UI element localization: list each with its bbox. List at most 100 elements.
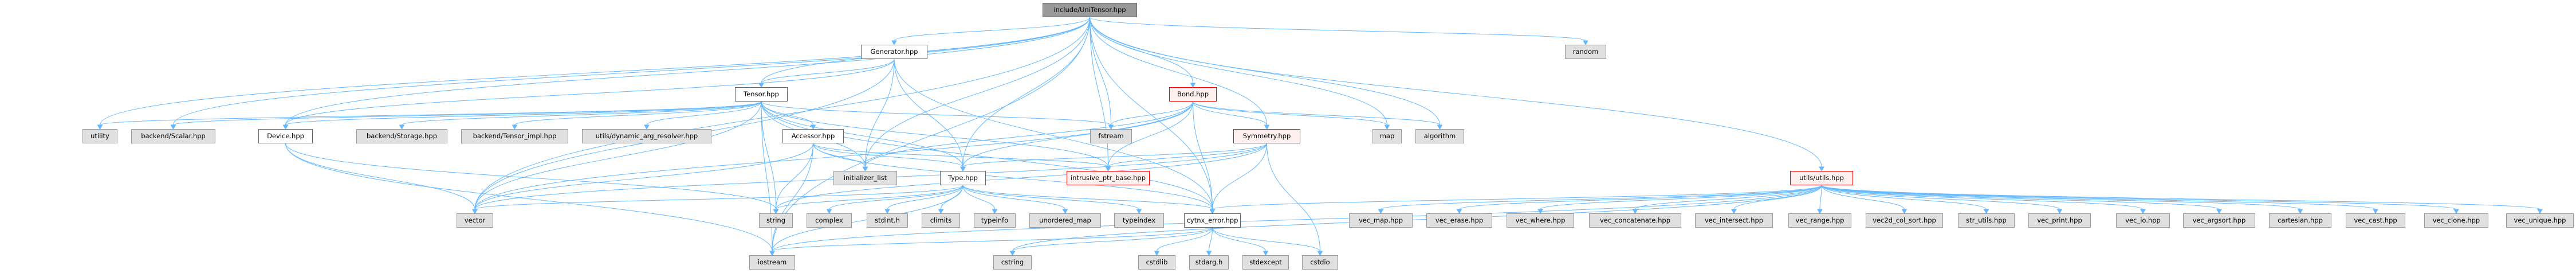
node-climits[interactable]: climits	[922, 213, 960, 228]
edge-unitensor-to-device	[285, 17, 1090, 126]
edge-unitensor-to-init_list	[865, 17, 1090, 167]
arrowhead-icon	[1264, 124, 1270, 130]
edge-utils-to-iostream	[772, 185, 1822, 252]
edge-layer	[97, 17, 2543, 256]
node-vec-concatenate[interactable]: vec_concatenate.hpp	[1589, 213, 1681, 228]
edge-type-to-typeinfo	[962, 185, 995, 210]
node-string[interactable]: string	[759, 213, 793, 228]
node-stdint[interactable]: stdint.h	[867, 213, 908, 228]
arrowhead-icon	[891, 40, 897, 46]
edge-bond-to-symmetry	[1193, 101, 1267, 126]
node-vec-map[interactable]: vec_map.hpp	[1349, 213, 1413, 228]
edge-accessor-to-vector	[474, 143, 813, 210]
edge-unitensor-to-utils	[1090, 17, 1822, 167]
edge-unitensor-to-fstream	[1090, 17, 1111, 126]
edge-accessor-to-string	[776, 143, 813, 210]
edge-utils-to-vec_concatenate	[1635, 185, 1822, 210]
node-vector[interactable]: vector	[457, 213, 493, 228]
edge-bond-to-init_list	[865, 101, 1193, 167]
node-unordered-map[interactable]: unordered_map	[1029, 213, 1101, 228]
node-vec-erase[interactable]: vec_erase.hpp	[1426, 213, 1492, 228]
arrowhead-icon	[97, 124, 103, 130]
edge-tensor-to-fstream	[761, 101, 1111, 126]
node-storage[interactable]: backend/Storage.hpp	[356, 129, 447, 143]
node-cartesian[interactable]: cartesian.hpp	[2269, 213, 2331, 228]
edge-device-to-vector	[285, 143, 475, 210]
node-typeinfo[interactable]: typeinfo	[974, 213, 1016, 228]
edge-bond-to-fstream	[1111, 101, 1193, 126]
edge-unitensor-to-symmetry	[1090, 17, 1267, 126]
edge-bond-to-vector	[474, 101, 1193, 210]
edge-utils-to-vec_print	[1821, 185, 2060, 210]
node-bond[interactable]: Bond.hpp	[1169, 87, 1217, 102]
edge-utils-to-vec_io	[1821, 185, 2144, 210]
node-typeindex[interactable]: typeindex	[1114, 213, 1164, 228]
edge-unitensor-to-iostream	[772, 17, 1090, 252]
edge-utils-to-vec_erase	[1459, 185, 1822, 210]
edge-type-to-vector	[474, 185, 963, 210]
node-vec2d-col-sort[interactable]: vec2d_col_sort.hpp	[1866, 213, 1943, 228]
edge-type-to-string	[776, 185, 963, 210]
node-algorithm[interactable]: algorithm	[1415, 129, 1464, 143]
arrowhead-icon	[2140, 209, 2146, 214]
node-iostream[interactable]: iostream	[749, 255, 795, 270]
arrowhead-icon	[1009, 251, 1016, 256]
node-str-utils[interactable]: str_utils.hpp	[1958, 213, 2015, 228]
node-vec-argsort[interactable]: vec_argsort.hpp	[2183, 213, 2255, 228]
node-type[interactable]: Type.hpp	[940, 171, 986, 185]
edge-tensor-to-type	[761, 101, 963, 167]
arrowhead-icon	[1632, 209, 1638, 214]
arrowhead-icon	[1901, 209, 1908, 214]
node-vec-unique[interactable]: vec_unique.hpp	[2506, 213, 2574, 228]
edge-symmetry-to-cstdio	[1267, 143, 1320, 252]
node-cytnx-error[interactable]: cytnx_error.hpp	[1184, 213, 1241, 228]
edge-utils-to-vec_intersect	[1733, 185, 1822, 210]
edge-cytnx_error-to-cstdlib	[1157, 227, 1213, 252]
edge-utils-to-cytnx_error	[1212, 185, 1822, 210]
edge-device-to-iostream	[285, 143, 773, 252]
node-cstdio[interactable]: cstdio	[1302, 255, 1338, 270]
node-unitensor[interactable]: include/UniTensor.hpp	[1043, 3, 1137, 17]
node-vec-intersect[interactable]: vec_intersect.hpp	[1695, 213, 1773, 228]
node-intrusive[interactable]: intrusive_ptr_base.hpp	[1067, 171, 1150, 185]
node-utility[interactable]: utility	[82, 129, 117, 143]
node-stdarg[interactable]: stdarg.h	[1189, 255, 1229, 270]
arrowhead-icon	[1206, 251, 1212, 256]
node-vec-cast[interactable]: vec_cast.hpp	[2346, 213, 2405, 228]
node-stdexcept[interactable]: stdexcept	[1242, 255, 1289, 270]
node-cstring[interactable]: cstring	[993, 255, 1032, 270]
node-fstream[interactable]: fstream	[1090, 129, 1132, 143]
node-cstdlib[interactable]: cstdlib	[1138, 255, 1175, 270]
edge-tensor-to-string	[761, 101, 776, 210]
edge-cytnx_error-to-iostream	[772, 227, 1213, 252]
node-scalar[interactable]: backend/Scalar.hpp	[131, 129, 215, 143]
edge-symmetry-to-type	[962, 143, 1267, 167]
node-vec-clone[interactable]: vec_clone.hpp	[2424, 213, 2488, 228]
node-accessor[interactable]: Accessor.hpp	[782, 129, 844, 143]
node-generator[interactable]: Generator.hpp	[861, 45, 927, 59]
node-vec-where[interactable]: vec_where.hpp	[1507, 213, 1574, 228]
node-map[interactable]: map	[1372, 129, 1402, 143]
node-vec-range[interactable]: vec_range.hpp	[1788, 213, 1851, 228]
node-device[interactable]: Device.hpp	[258, 129, 313, 143]
node-vec-print[interactable]: vec_print.hpp	[2028, 213, 2091, 228]
node-tensor-impl[interactable]: backend/Tensor_impl.hpp	[461, 129, 568, 143]
node-init-list[interactable]: initializer_list	[833, 171, 897, 185]
node-random[interactable]: random	[1565, 45, 1606, 59]
arrowhead-icon	[1062, 209, 1068, 214]
node-vec-io[interactable]: vec_io.hpp	[2116, 213, 2170, 228]
node-dyn-arg[interactable]: utils/dynamic_arg_resolver.hpp	[582, 129, 711, 143]
arrowhead-icon	[399, 124, 405, 130]
node-utils[interactable]: utils/utils.hpp	[1790, 171, 1853, 185]
edge-symmetry-to-cytnx_error	[1212, 143, 1267, 210]
arrowhead-icon	[1209, 209, 1216, 214]
node-tensor[interactable]: Tensor.hpp	[735, 87, 788, 102]
edge-unitensor-to-utility	[100, 17, 1090, 126]
edge-generator-to-tensor	[761, 58, 895, 84]
node-symmetry[interactable]: Symmetry.hpp	[1233, 129, 1300, 143]
node-complex[interactable]: complex	[807, 213, 852, 228]
arrowhead-icon	[1583, 40, 1588, 46]
arrowhead-icon	[472, 209, 478, 214]
edge-tensor-to-vector	[474, 101, 762, 210]
arrowhead-icon	[1384, 124, 1390, 130]
